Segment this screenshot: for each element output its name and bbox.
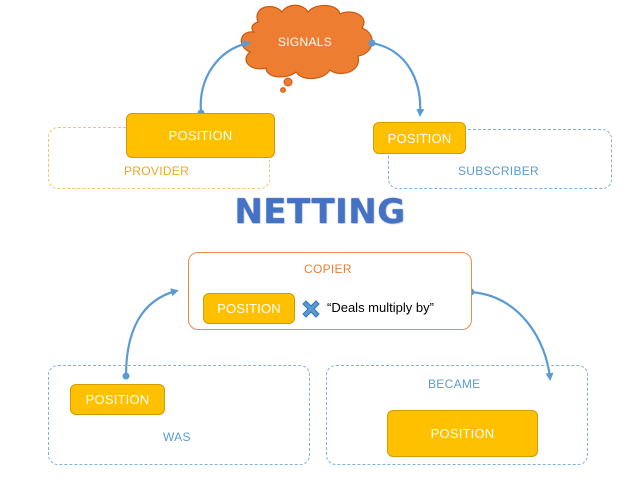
arrow-signals-to-subscriber	[371, 41, 425, 117]
became-frame	[326, 365, 588, 465]
provider-label: PROVIDER	[124, 164, 190, 178]
signals-cloud-shape	[240, 4, 373, 93]
provider-position: POSITION	[126, 113, 275, 158]
signals-label: SIGNALS	[277, 35, 333, 49]
subscriber-frame	[388, 129, 612, 189]
deals-multiply-quote: “Deals multiply by”	[327, 300, 434, 315]
page-title: NETTING	[234, 192, 406, 232]
arrow-was-to-copier	[124, 288, 179, 377]
was-label: WAS	[163, 430, 191, 444]
subscriber-position: POSITION	[373, 122, 466, 154]
became-position: POSITION	[387, 410, 538, 457]
arrow-provider-to-signals	[199, 40, 251, 114]
x-cross-icon	[302, 300, 320, 318]
became-label: BECAME	[428, 377, 481, 391]
was-frame	[48, 365, 310, 465]
copier-position: POSITION	[203, 293, 295, 324]
subscriber-label: SUBSCRIBER	[458, 164, 540, 178]
copier-label: COPIER	[304, 262, 352, 276]
was-position: POSITION	[70, 384, 165, 415]
